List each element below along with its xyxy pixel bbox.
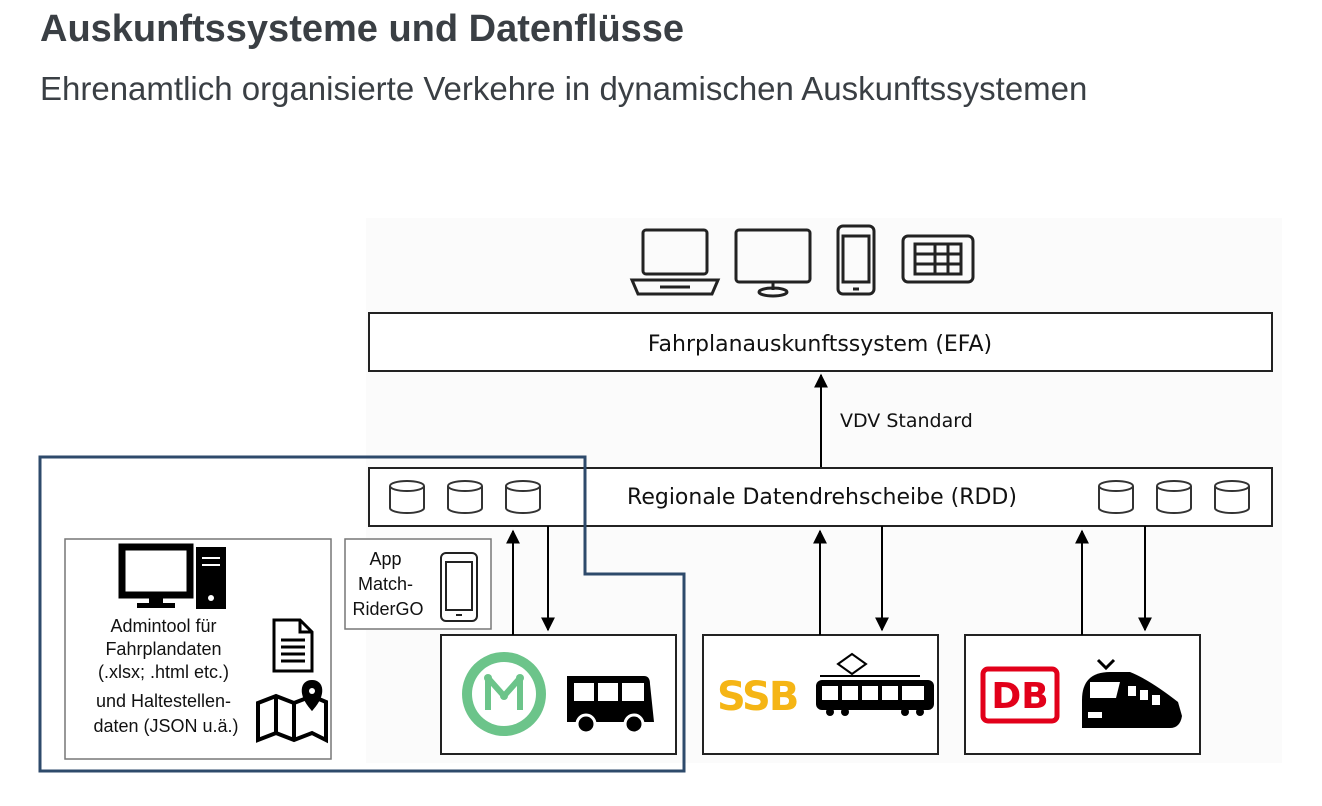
- ssb-logo: SSB: [717, 674, 797, 720]
- bus-icon: [567, 676, 654, 735]
- page-title: Auskunftssysteme und Datenflüsse: [40, 8, 685, 50]
- database-icon: [1098, 480, 1134, 514]
- admintool-label: Admintool für Fahrplandaten (.xlsx; .htm…: [93, 616, 238, 736]
- laptop-icon: [629, 228, 721, 296]
- matchrider-logo-icon: [462, 652, 546, 736]
- desktop-computer-icon: [118, 543, 226, 609]
- app-label: App Match- RiderGO: [352, 549, 423, 619]
- efa-label: Fahrplanauskunftssystem (EFA): [648, 332, 992, 357]
- monitor-icon: [734, 228, 812, 298]
- database-icon: [1156, 480, 1192, 514]
- document-icon: [272, 618, 314, 673]
- matchrider-highlight-outline: [38, 455, 686, 773]
- database-icon: [505, 480, 541, 514]
- page-subtitle: Ehrenamtlich organisierte Verkehre in dy…: [40, 70, 1088, 107]
- vdv-label: VDV Standard: [840, 410, 973, 432]
- tram-icon: [816, 652, 934, 716]
- map-pin-icon: [256, 679, 328, 744]
- database-icon: [1214, 480, 1250, 514]
- svg-text:DB: DB: [991, 676, 1048, 717]
- smartphone-icon: [836, 224, 876, 296]
- database-icon: [389, 480, 425, 514]
- efa-box: [368, 312, 1273, 372]
- tablet-icon: [901, 234, 975, 284]
- database-icon: [447, 480, 483, 514]
- train-icon: [1082, 658, 1182, 728]
- smartphone-icon: [440, 552, 478, 622]
- rdd-label: Regionale Datendrehscheibe (RDD): [627, 485, 1017, 510]
- db-logo: DB: [980, 666, 1060, 724]
